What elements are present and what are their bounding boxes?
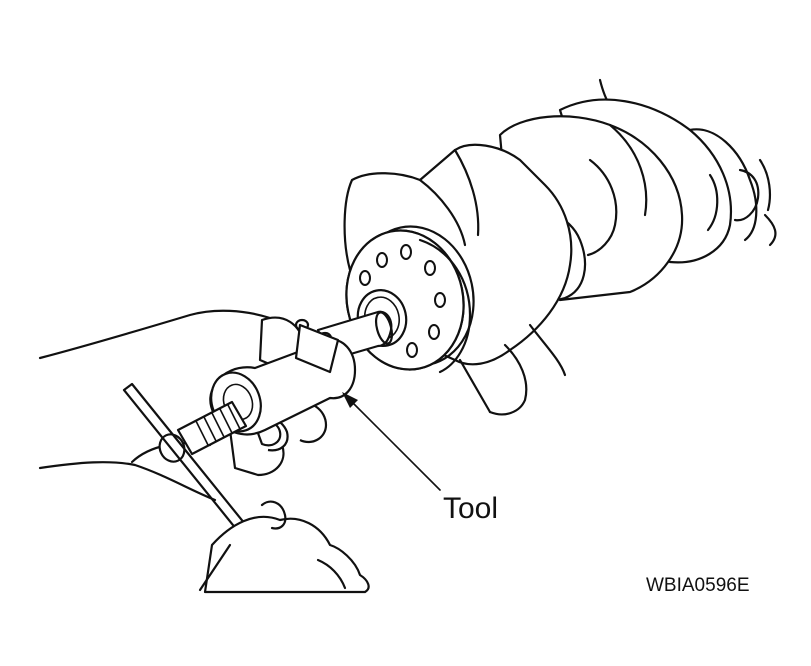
figure-code: WBIA0596E	[646, 575, 750, 596]
right-hand	[198, 500, 370, 594]
callout-arrowhead	[342, 392, 358, 408]
crankshaft	[343, 78, 777, 416]
puller-tool	[122, 318, 357, 563]
tool-label: Tool	[443, 492, 498, 525]
tool-callout: Tool	[342, 392, 498, 525]
